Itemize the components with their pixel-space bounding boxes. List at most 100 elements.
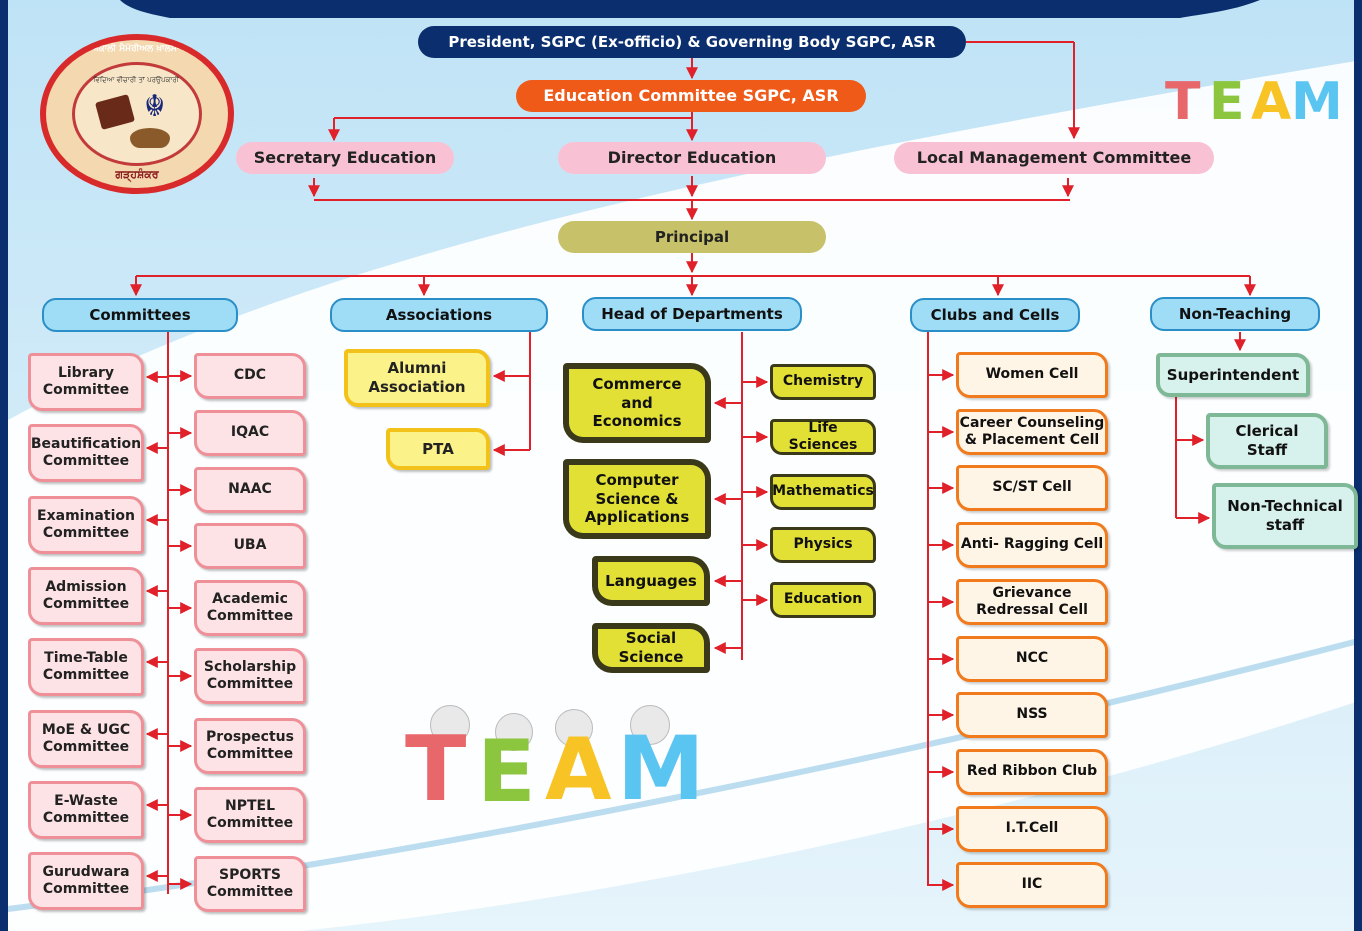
committee-nptel-line-1: NPTEL [224,797,275,814]
department-physics: Physics [770,527,876,563]
hawk-icon [130,128,170,148]
team-graphic-small: T E A M [1165,62,1345,132]
club-grievance-redressal-cell-line-2: Redressal Cell [976,602,1088,618]
committee-uba-line-1: UBA [233,537,267,554]
logo-inner-circle [72,62,202,166]
club-career-counseling-placement-cell-line-2: & Placement Cell [964,432,1100,448]
department-languages-line-1: Languages [605,571,697,590]
principal-box: Principal [558,221,826,253]
committees-header: Committees [42,298,238,332]
department-computer-line-1: Computer [595,470,679,489]
figure-head-4 [630,705,670,745]
logo-city-text: ਗੜ੍ਹਸ਼ੰਕਰ [115,168,159,181]
department-computer-line-2: Science & [595,489,679,508]
department-social-line-2: Science [618,648,684,666]
committee-iqac: IQAC [194,410,306,456]
committee-prospectus-line-2: Committee [206,746,294,762]
president-box: President, SGPC (Ex-officio) & Governing… [418,26,966,58]
committee-moe-ugc-line-2: Committee [42,739,130,755]
association-alumni-line-1: Alumni [387,359,447,378]
committee-time-table-line-2: Committee [42,667,130,683]
club-i-t-cell: I.T.Cell [956,806,1108,852]
team-letter-a-large: A [545,720,612,820]
committee-examination-line-1: Examination [37,507,135,524]
associations-header: Associations [330,298,548,332]
non-teaching-header-label: Non-Teaching [1178,304,1292,323]
team-letter-t-large: T [405,717,467,822]
department-life-sciences-label: Life Sciences [788,419,858,454]
superintendent-box: Superintendent [1156,353,1310,397]
association-alumni-line-2: Association [368,378,466,396]
team-letter-m-large: M [617,717,705,820]
committee-admission-line-2: Committee [42,596,130,612]
education-committee-label: Education Committee SGPC, ASR [543,86,839,105]
committee-beautification-line-2: Committee [42,453,130,469]
committee-naac-line-1: NAAC [228,481,272,498]
committee-cdc: CDC [194,353,306,399]
committee-naac: NAAC [194,467,306,513]
department-life-sciences: Life Sciences [770,419,876,455]
department-mathematics: Mathematics [770,474,876,510]
committee-prospectus-line-1: Prospectus [206,728,294,745]
logo-motto-text: ਵਿਦਿਆ ਵੀਚਾਰੀ ਤਾਂ ਪਰਉਪਕਾਰੀ [93,76,179,84]
clubs-header-label: Clubs and Cells [930,305,1060,324]
logo-title-text: ਬੱਬਰ ਅਕਾਲੀ ਮੈਮੋਰੀਅਲ ਖ਼ਾਲਸਾ ਕਾਲਜ [70,44,204,54]
club-sc-st-cell-line-1: SC/ST Cell [992,479,1072,496]
club-women-cell: Women Cell [956,352,1108,398]
committee-academic-line-1: Academic [212,590,288,607]
khanda-icon: ☬ [144,89,166,124]
department-commerce-line-2: and [621,393,653,412]
team-letter-e-large: E [477,722,536,822]
local-management-box: Local Management Committee [894,142,1214,174]
association-pta-line-1: PTA [422,439,454,458]
team-letter-e: E [1209,72,1245,132]
associations-header-label: Associations [385,305,493,324]
club-iic-line-1: IIC [1021,876,1043,893]
hod-header: Head of Departments [582,297,802,331]
committee-admission-line-1: Admission [45,578,127,595]
department-chemistry: Chemistry [770,364,876,400]
clerical-label-line1: Clerical [1235,422,1299,441]
club-anti-ragging-cell: Anti- Ragging Cell [956,522,1108,568]
committee-examination-line-2: Committee [42,525,130,541]
club-iic: IIC [956,862,1108,908]
department-education: Education [770,582,876,618]
committee-uba: UBA [194,523,306,569]
team-graphic-large: T E A M [405,705,715,825]
secretary-education-box: Secretary Education [236,142,454,174]
department-chemistry-label: Chemistry [782,373,864,390]
clerical-label-line2: Staff [1246,441,1288,459]
committees-header-label: Committees [89,305,191,324]
department-education-label: Education [783,591,863,608]
club-red-ribbon-club-line-1: Red Ribbon Club [966,763,1098,780]
club-ncc: NCC [956,636,1108,682]
department-languages: Languages [592,556,710,606]
club-sc-st-cell: SC/ST Cell [956,465,1108,511]
club-career-counseling-placement-cell: Career Counseling& Placement Cell [956,409,1108,455]
director-education-box: Director Education [558,142,826,174]
non-technical-label-line1: Non-Technical [1227,497,1343,516]
club-nss: NSS [956,692,1108,738]
committee-time-table-line-1: Time-Table [44,649,128,666]
secretary-label: Secretary Education [253,148,437,167]
president-label: President, SGPC (Ex-officio) & Governing… [448,32,936,51]
club-i-t-cell-line-1: I.T.Cell [1005,820,1059,837]
club-red-ribbon-club: Red Ribbon Club [956,749,1108,795]
department-mathematics-label: Mathematics [772,483,874,500]
non-technical-label-line2: staff [1265,516,1305,534]
college-logo: ਬੱਬਰ ਅਕਾਲੀ ਮੈਮੋਰੀਅਲ ਖ਼ਾਲਸਾ ਕਾਲਜ ਵਿਦਿਆ ਵੀ… [40,34,234,194]
committee-academic-line-2: Committee [206,608,294,624]
